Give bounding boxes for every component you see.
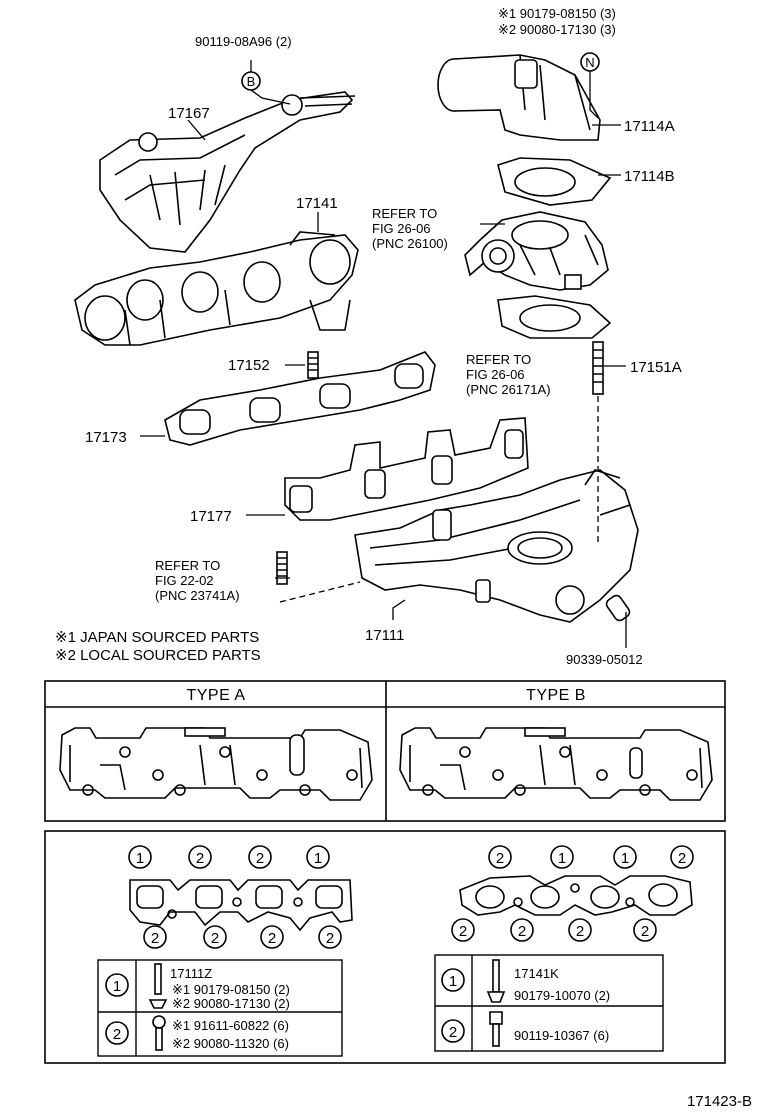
callout-number: 2: [211, 930, 219, 947]
note-line-2: ※2 90080-17130 (3): [498, 22, 616, 37]
callout-number: 2: [151, 930, 159, 947]
note-line-1: ※1 90179-08150 (3): [498, 6, 616, 21]
refer-block-26100: REFER TO FIG 26-06 (PNC 26100): [372, 206, 448, 251]
bolt-part-line: ※1 91611-60822 (6): [172, 1018, 289, 1033]
callout-number: 2: [256, 850, 264, 867]
left-gasket-callouts: 1 2 2 1 2 2 2 2: [128, 845, 342, 949]
bolt-part-line: ※2 90080-11320 (6): [172, 1036, 289, 1051]
refer-line: REFER TO: [372, 206, 437, 221]
callout-b-circle: [241, 71, 261, 91]
refer-block-26171a: REFER TO FIG 26-06 (PNC 26171A): [466, 352, 551, 397]
type-comparison-box: TYPE A TYPE B: [44, 680, 726, 822]
pin-90339-drawing: [605, 594, 631, 622]
refer-line: FIG 26-06: [466, 367, 525, 382]
callout-number: 2: [518, 923, 526, 940]
intake-manifold-drawing: [354, 469, 639, 623]
label-17151a: 17151A: [630, 359, 682, 376]
refer-block-23741a: REFER TO FIG 22-02 (PNC 23741A): [155, 558, 240, 603]
callout-number: 1: [621, 850, 629, 867]
label-90119-08a96: 90119-08A96 (2): [195, 34, 292, 49]
water-outlet-drawing: [437, 54, 601, 141]
stud-refer-drawing: [276, 551, 288, 585]
callout-number: 2: [326, 930, 334, 947]
callout-number: 2: [268, 930, 276, 947]
callout-n-circle: [580, 52, 600, 72]
right-bolt-table: 1 2 17141K 90179-10070 (2) 90119-10367 (…: [434, 954, 664, 1052]
figure-id: 171423-B: [687, 1093, 752, 1110]
gasket-26171a-drawing: [497, 295, 612, 339]
callout-n-label: N: [585, 55, 594, 70]
right-gasket-callouts: 2 1 1 2 2 2 2 2: [451, 845, 694, 942]
type-a-manifold-drawing: [59, 727, 373, 801]
gasket-17177-drawing: [284, 417, 529, 521]
callout-number: 2: [678, 850, 686, 867]
label-17114b: 17114B: [624, 168, 675, 185]
label-17111: 17111: [365, 627, 405, 644]
type-a-title: TYPE A: [186, 687, 245, 704]
legend-local: ※2 LOCAL SOURCED PARTS: [55, 647, 261, 664]
callout-number: 1: [314, 850, 322, 867]
gasket-bolt-box: [44, 830, 726, 1064]
stud-17152-drawing: [307, 351, 319, 379]
label-17152: 17152: [228, 357, 270, 374]
bolt-part-line: 90179-10070 (2): [514, 988, 610, 1003]
gasket-17173-drawing: [164, 351, 436, 446]
refer-line: REFER TO: [155, 558, 220, 573]
refer-line: FIG 26-06: [372, 221, 431, 236]
left-gasket-drawing: [129, 879, 353, 932]
table-key: 1: [449, 973, 457, 990]
left-bolt-table: 1 2 17111Z ※1 90179-08150 (2) ※2 90080-1…: [97, 959, 343, 1057]
type-b-manifold-drawing: [399, 727, 713, 801]
exhaust-manifold-drawing: [74, 231, 359, 346]
heat-insulator-drawing: [99, 91, 356, 253]
callout-number: 1: [136, 850, 144, 867]
table-key: 1: [113, 978, 121, 995]
stud-17151a-drawing: [592, 341, 604, 395]
label-17177: 17177: [190, 508, 232, 525]
refer-line: FIG 22-02: [155, 573, 214, 588]
callout-number: 1: [558, 850, 566, 867]
label-17167: 17167: [168, 105, 210, 122]
label-17141: 17141: [296, 195, 338, 212]
bolt-part-line: 17141K: [514, 966, 559, 981]
table-key: 2: [449, 1024, 457, 1041]
bolt-part-line: 90119-10367 (6): [514, 1028, 609, 1043]
table-key: 2: [113, 1026, 121, 1043]
refer-line: (PNC 26100): [372, 236, 448, 251]
refer-line: REFER TO: [466, 352, 531, 367]
refer-line: (PNC 23741A): [155, 588, 240, 603]
throttle-body-drawing: [464, 211, 609, 291]
type-b-title: TYPE B: [526, 687, 586, 704]
callout-number: 2: [641, 923, 649, 940]
refer-line: (PNC 26171A): [466, 382, 551, 397]
bolt-part-line: 17111Z: [170, 966, 212, 981]
callout-number: 2: [496, 850, 504, 867]
bolt-part-line: ※2 90080-17130 (2): [172, 996, 290, 1011]
callout-number: 2: [196, 850, 204, 867]
legend-japan: ※1 JAPAN SOURCED PARTS: [55, 629, 259, 646]
label-17114a: 17114A: [624, 118, 675, 135]
label-17173: 17173: [85, 429, 127, 446]
right-gasket-drawing: [459, 875, 693, 916]
label-90339: 90339-05012: [566, 652, 643, 667]
callout-number: 2: [459, 923, 467, 940]
callout-b-label: B: [247, 74, 256, 89]
bolt-part-line: ※1 90179-08150 (2): [172, 982, 290, 997]
callout-number: 2: [576, 923, 584, 940]
